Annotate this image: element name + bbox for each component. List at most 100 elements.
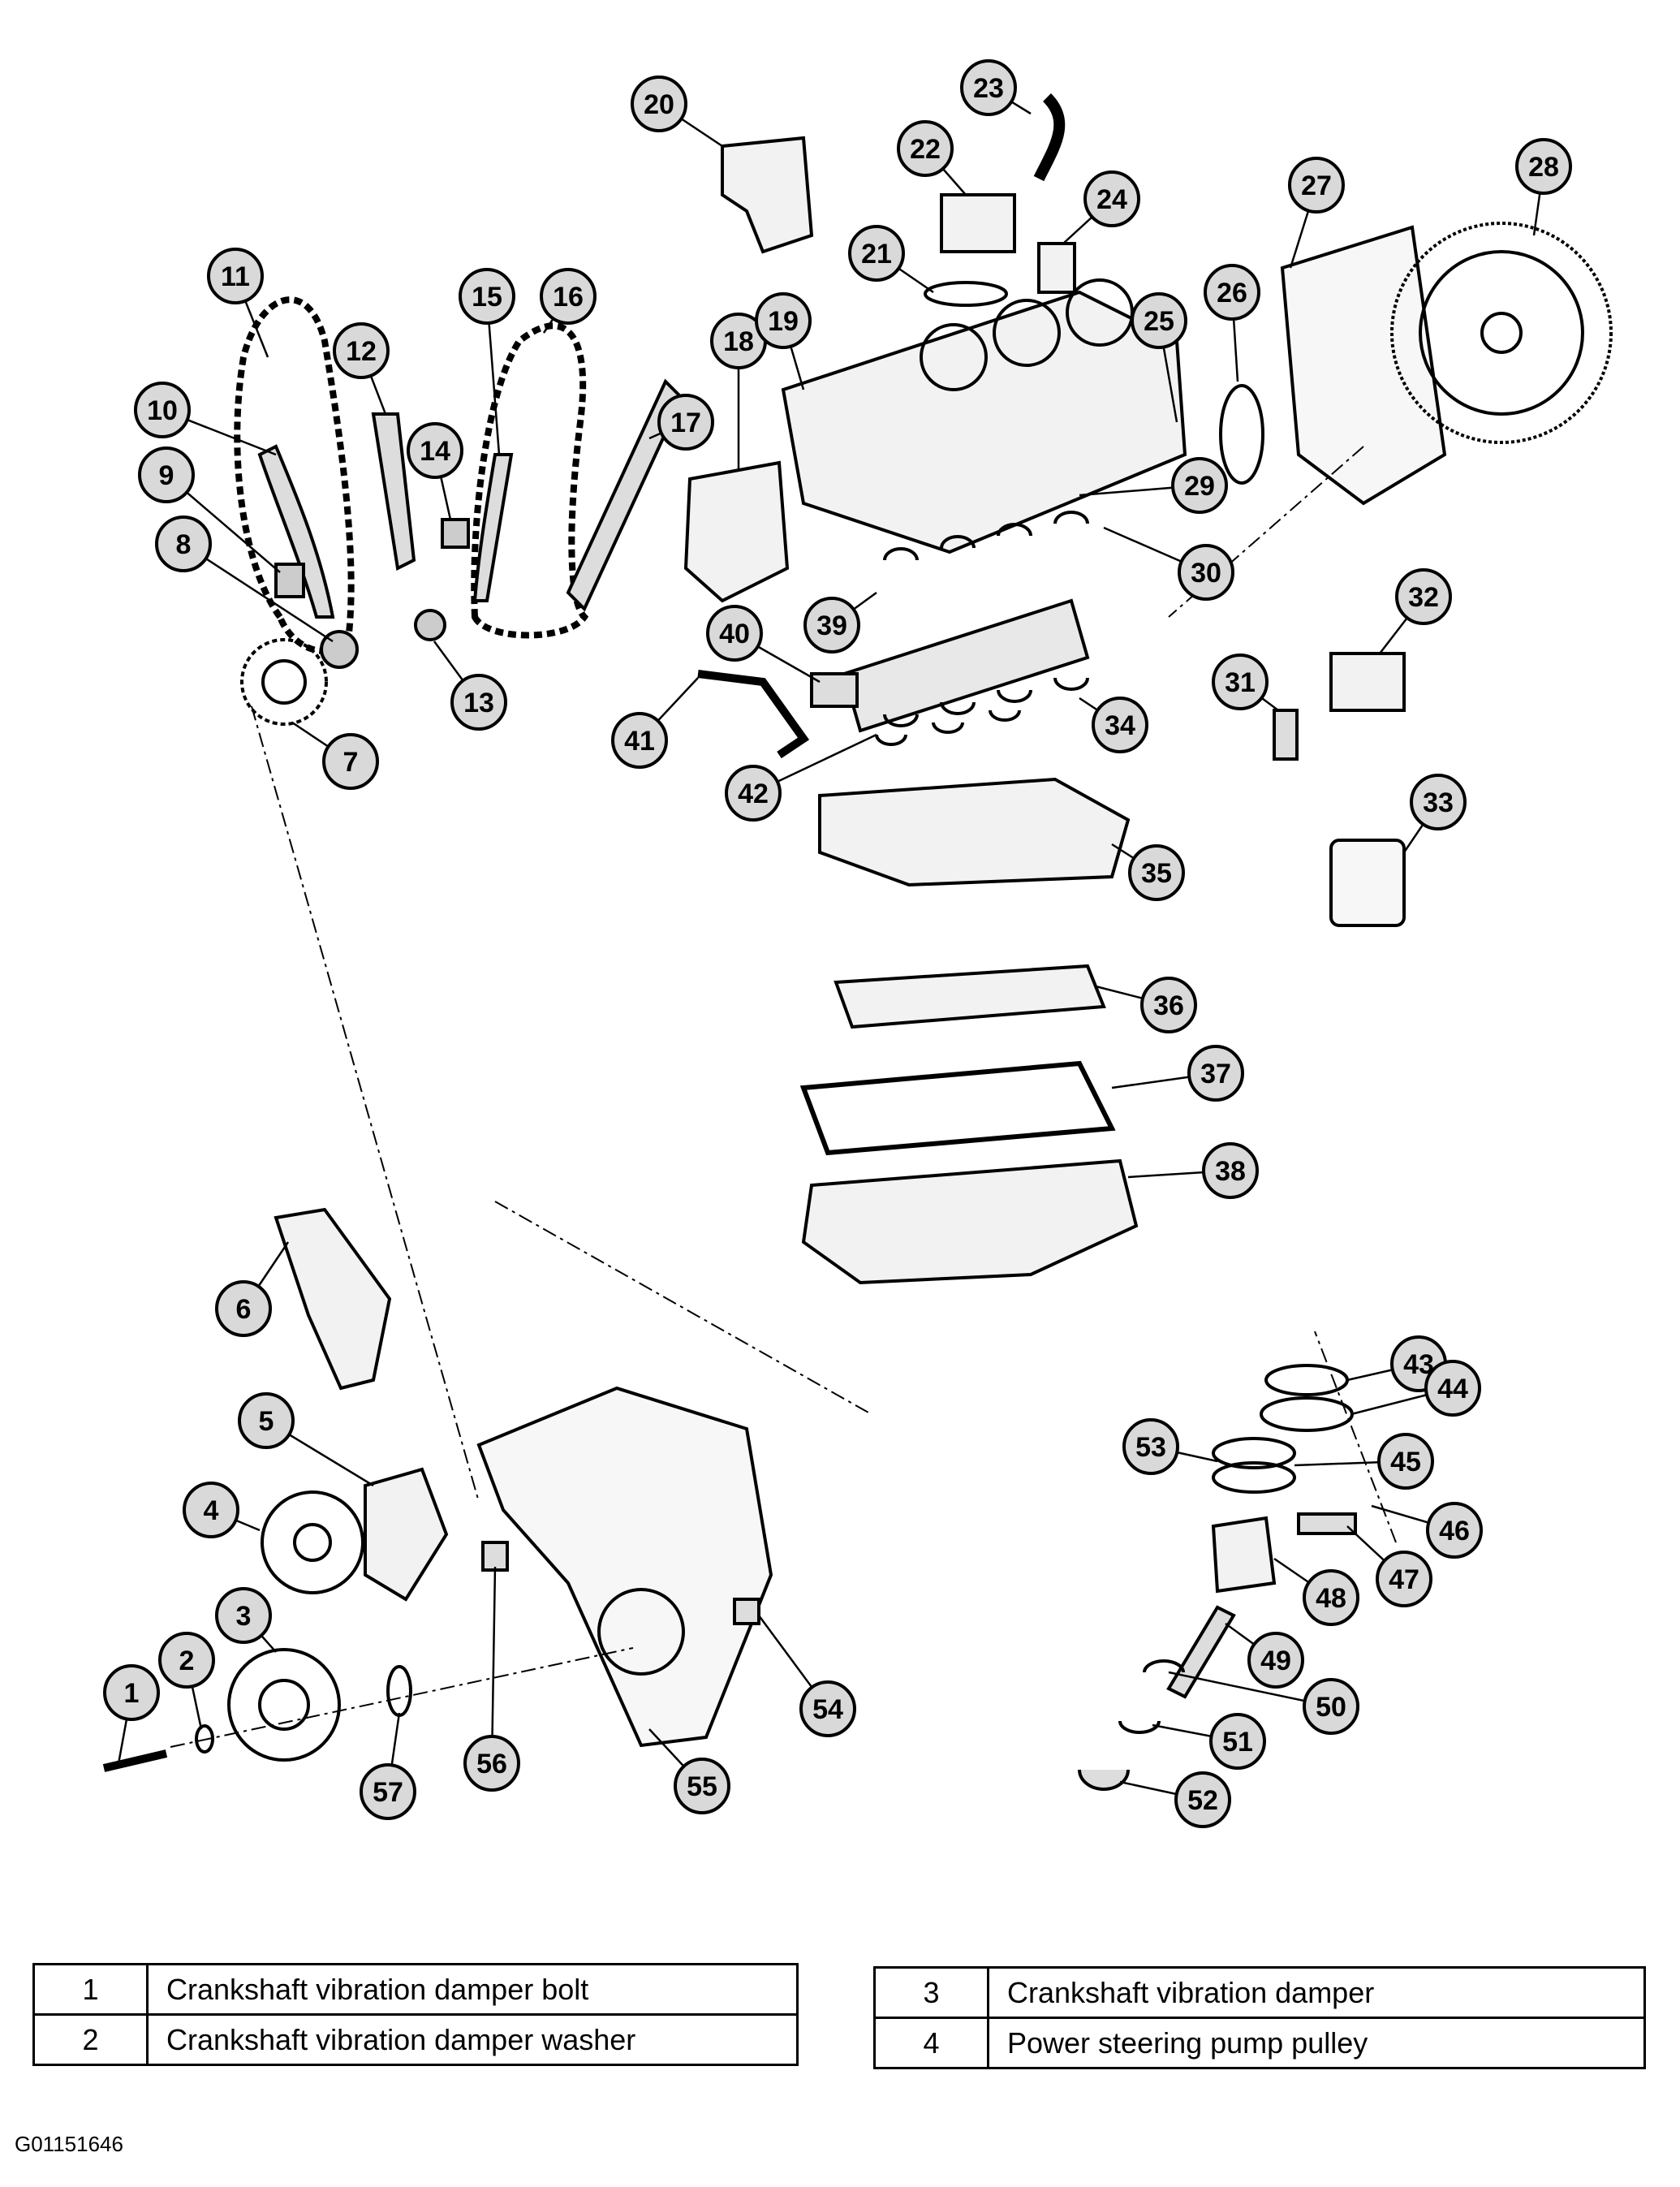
callout-bubble — [459, 268, 515, 325]
washer-2 — [195, 1724, 214, 1753]
piston-rings-53 — [1212, 1437, 1296, 1469]
callout-bubble — [238, 1392, 295, 1449]
callout-bubble — [1376, 1551, 1432, 1607]
legend-number: 2 — [32, 2013, 149, 2066]
callout-bubble — [1426, 1502, 1483, 1559]
callout-bubble — [1131, 292, 1187, 349]
piston-ring-44 — [1260, 1396, 1354, 1432]
callout-number: 18 — [723, 326, 754, 357]
callout-34: 34 — [1092, 697, 1148, 753]
hose-23 — [1033, 93, 1066, 182]
callout-bubble — [755, 292, 812, 349]
callout-29: 29 — [1171, 457, 1228, 514]
callout-26: 26 — [1204, 264, 1260, 321]
crankshaft-sprocket-7 — [240, 638, 328, 726]
callout-number: 14 — [420, 436, 450, 467]
piston-pin-47 — [1297, 1512, 1357, 1535]
callout-bubble — [674, 1758, 730, 1814]
callout-45: 45 — [1377, 1433, 1434, 1490]
callout-10: 10 — [134, 382, 191, 438]
tensioner-9 — [274, 563, 305, 598]
callout-bubble — [1209, 1713, 1266, 1770]
callout-bubble — [1212, 654, 1269, 710]
callout-28: 28 — [1515, 138, 1572, 195]
leader-line-56 — [490, 1566, 497, 1764]
callout-bubble — [138, 446, 195, 503]
callout-number: 12 — [346, 336, 377, 367]
callout-51: 51 — [1209, 1713, 1266, 1770]
callout-37: 37 — [1187, 1045, 1244, 1102]
callout-bubble — [1083, 170, 1140, 227]
callout-bubble — [1395, 568, 1452, 625]
centerline — [170, 446, 1397, 1748]
callout-20: 20 — [631, 75, 687, 132]
callout-5: 5 — [238, 1392, 295, 1449]
callout-number: 15 — [472, 282, 502, 313]
callout-50: 50 — [1303, 1678, 1359, 1735]
oil-pickup-41 — [697, 670, 810, 759]
callout-7: 7 — [322, 733, 379, 790]
oil-pump-18 — [683, 460, 790, 603]
callout-bubble — [611, 712, 668, 769]
oil-pan-38 — [801, 1158, 1139, 1285]
callout-number: 6 — [236, 1294, 252, 1325]
callout-number: 11 — [221, 261, 250, 292]
rod-bearing-50 — [1143, 1659, 1185, 1673]
callout-14: 14 — [407, 422, 463, 479]
callout-36: 36 — [1140, 977, 1197, 1033]
accessory-bracket-6 — [274, 1207, 392, 1391]
callout-number: 37 — [1200, 1059, 1231, 1089]
rear-plate-27 — [1280, 225, 1447, 506]
callout-bubble — [631, 75, 687, 132]
callout-bubble — [463, 1735, 520, 1792]
callout-40: 40 — [706, 605, 763, 662]
lower-crankcase-35 — [818, 777, 1131, 887]
piston-48 — [1211, 1516, 1277, 1594]
callout-6: 6 — [215, 1280, 272, 1337]
callout-bubble — [134, 382, 191, 438]
callout-bubble — [215, 1587, 272, 1644]
callout-number: 13 — [463, 688, 494, 718]
callout-bubble — [1140, 977, 1197, 1033]
legend-number: 4 — [873, 2017, 989, 2069]
timing-chain-16 — [471, 322, 589, 639]
callout-bubble — [1204, 264, 1260, 321]
callout-number: 22 — [910, 134, 941, 165]
callout-number: 56 — [476, 1749, 507, 1779]
callout-bubble — [183, 1482, 239, 1538]
callout-2: 2 — [158, 1632, 215, 1689]
callout-bubble — [1178, 544, 1234, 601]
callout-54: 54 — [799, 1680, 856, 1737]
engine-front-cover-55 — [476, 1386, 773, 1748]
callout-bubble — [1303, 1569, 1359, 1626]
bearing-shells-42 — [875, 710, 1021, 746]
legend-table-left: 1 Crankshaft vibration damper bolt 2 Cra… — [32, 1963, 799, 2066]
callout-number: 3 — [236, 1601, 252, 1632]
callout-35: 35 — [1128, 844, 1185, 901]
callout-bubble — [1122, 1418, 1179, 1475]
legend-label: Crankshaft vibration damper — [987, 1966, 1646, 2019]
callout-number: 45 — [1390, 1447, 1421, 1477]
legend-table-right: 3 Crankshaft vibration damper 4 Power st… — [873, 1966, 1646, 2069]
callout-44: 44 — [1424, 1360, 1481, 1417]
callout-bubble — [1092, 697, 1148, 753]
callout-33: 33 — [1410, 774, 1467, 830]
callout-number: 46 — [1439, 1516, 1470, 1546]
callout-17: 17 — [657, 394, 714, 451]
chain-guide-10 — [257, 444, 335, 619]
legend-label: Crankshaft vibration damper washer — [146, 2013, 799, 2066]
callout-bubble — [657, 394, 714, 451]
legend-row: 3 Crankshaft vibration damper — [873, 1966, 1646, 2019]
callout-bubble — [799, 1680, 856, 1737]
callout-number: 1 — [124, 1678, 140, 1709]
legend-label: Power steering pump pulley — [987, 2017, 1646, 2069]
callout-48: 48 — [1303, 1569, 1359, 1626]
callout-8: 8 — [155, 515, 212, 572]
callout-bubble — [725, 765, 782, 822]
callout-bubble — [1515, 138, 1572, 195]
callout-31: 31 — [1212, 654, 1269, 710]
callout-41: 41 — [611, 712, 668, 769]
callout-19: 19 — [755, 292, 812, 349]
callout-bubble — [1303, 1678, 1359, 1735]
callout-number: 39 — [816, 610, 847, 641]
